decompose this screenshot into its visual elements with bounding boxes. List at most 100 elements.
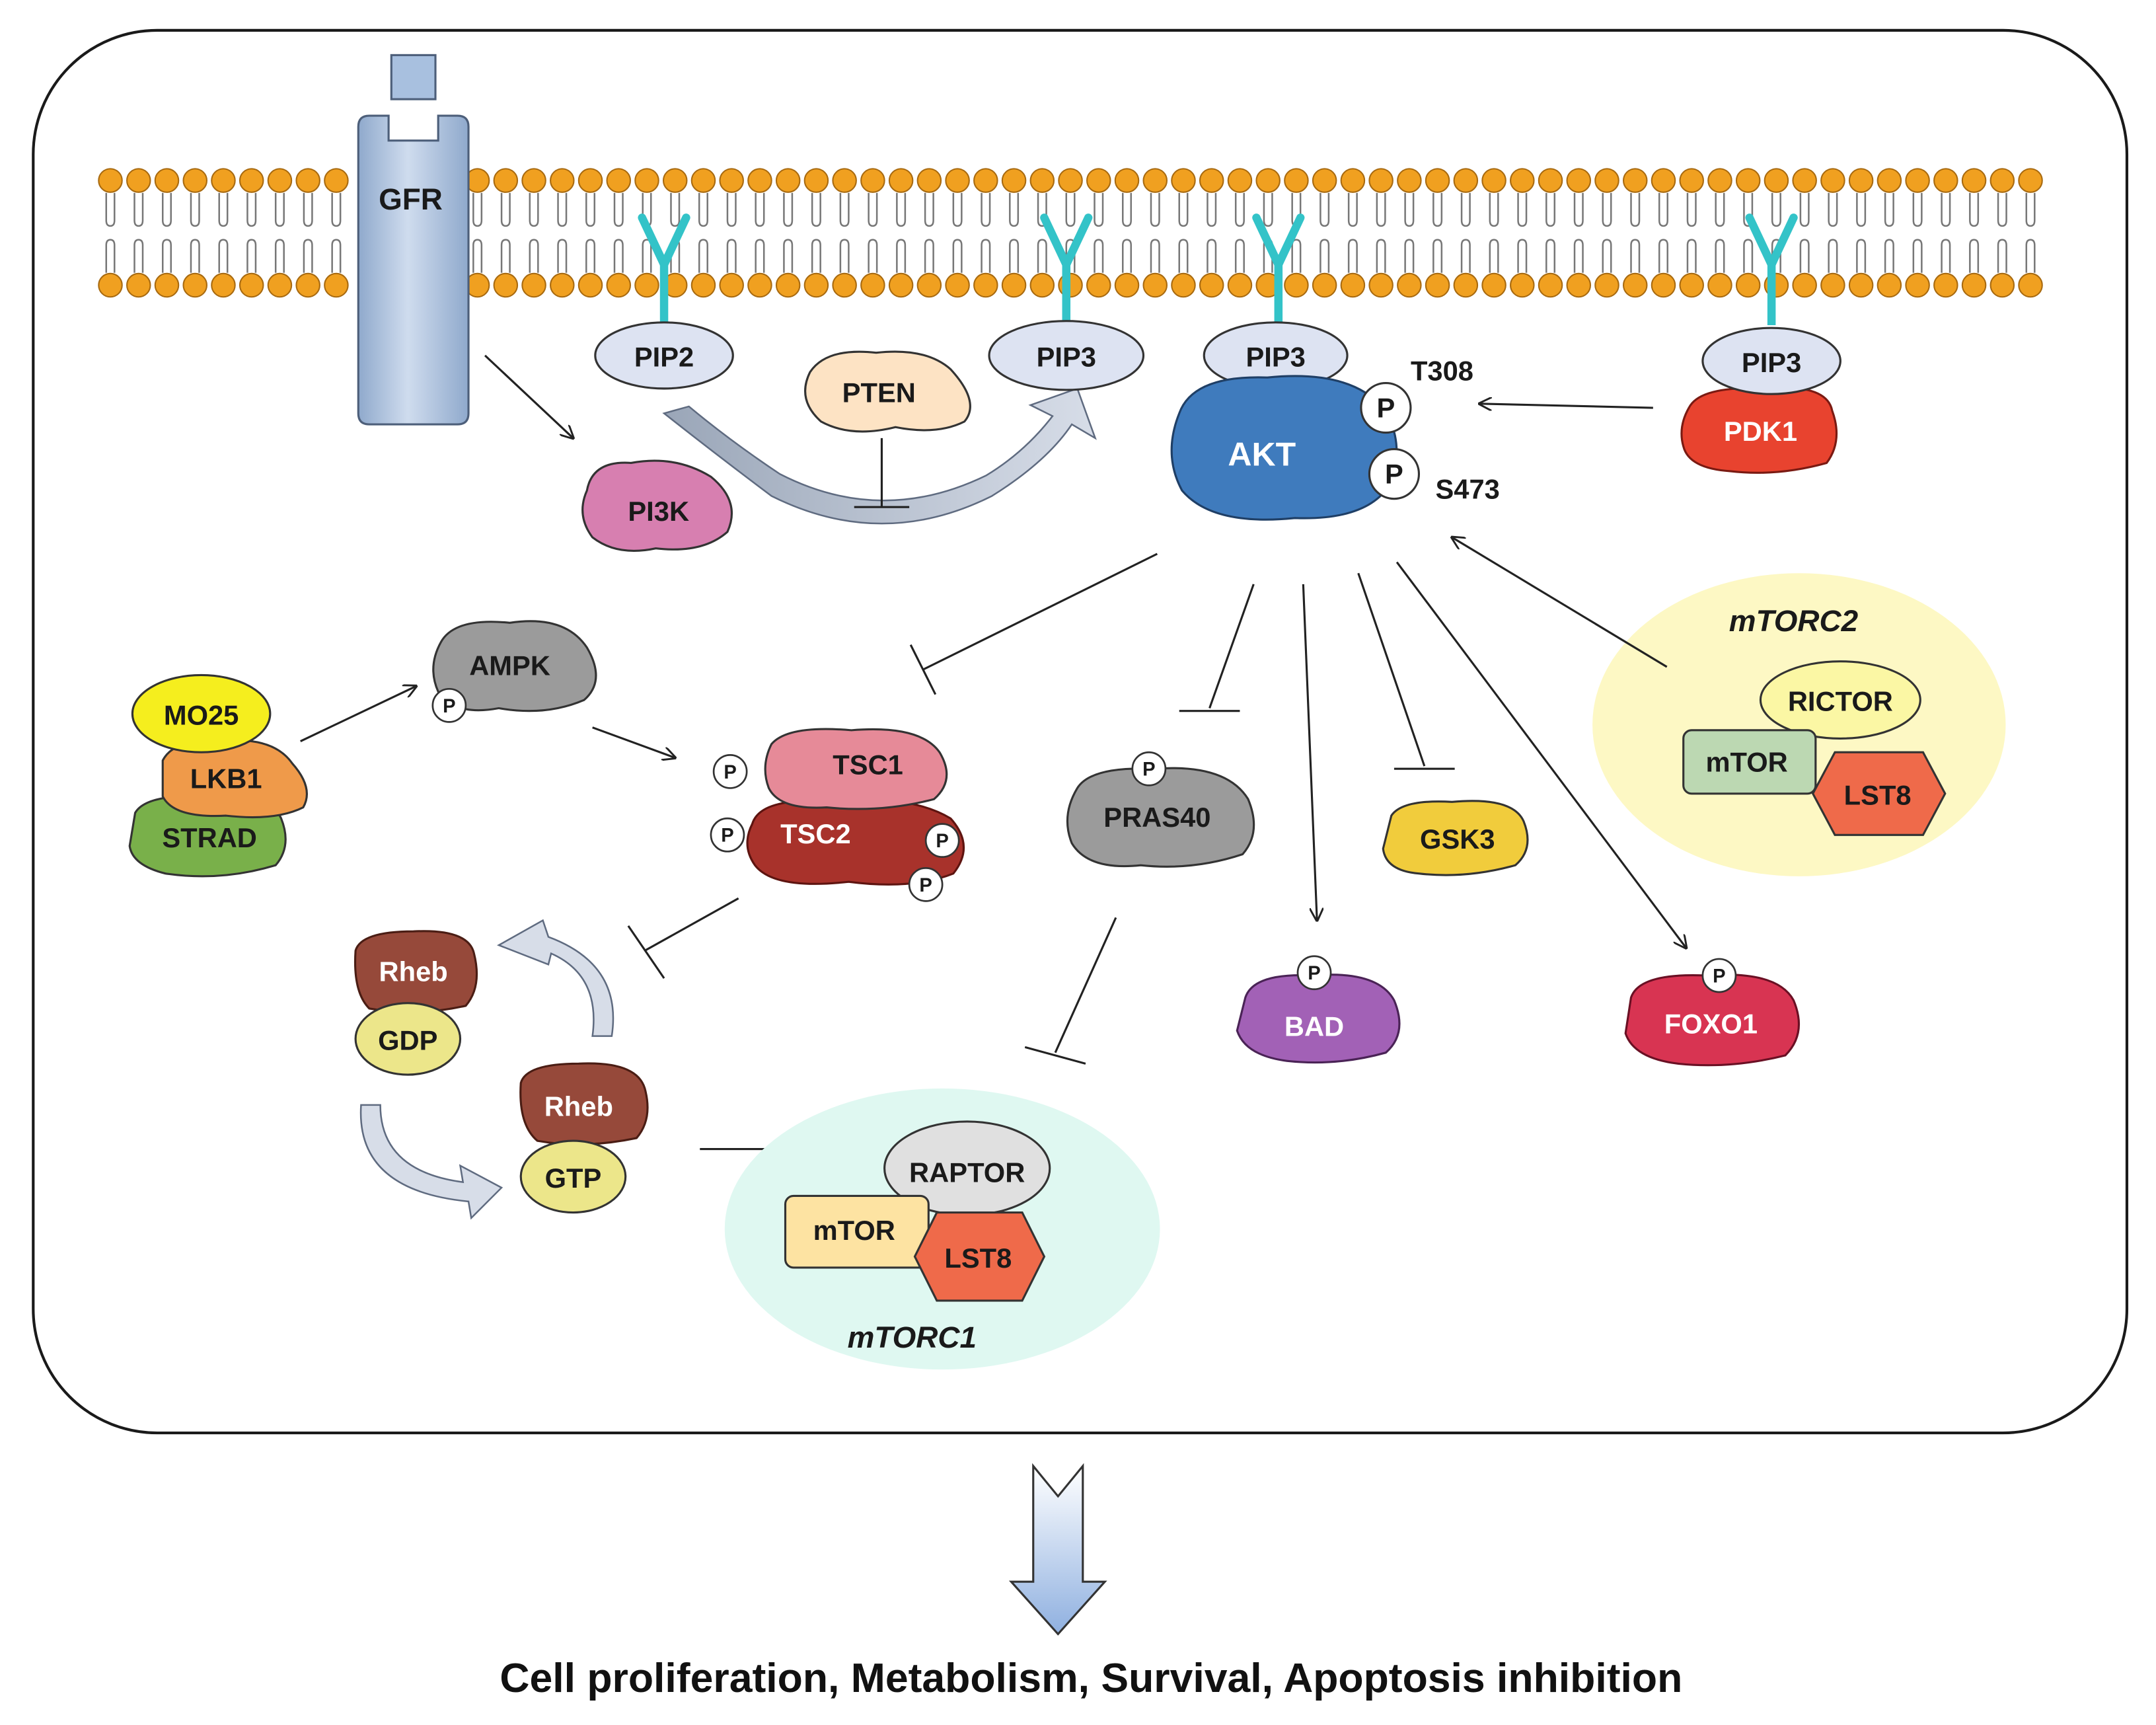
lipid-head xyxy=(182,168,207,193)
lipid-head xyxy=(945,168,970,193)
lipid-head xyxy=(1114,168,1140,193)
lipid-tail xyxy=(1997,192,2007,273)
lipid-tail xyxy=(981,192,991,273)
lipid-head xyxy=(1820,168,1845,193)
lipid-tail xyxy=(952,192,963,273)
lipid-tail xyxy=(1404,192,1415,273)
akt-to-foxo1-arrow xyxy=(1395,561,1686,948)
lipid-head xyxy=(973,168,998,193)
pip3-pdk1-anchor xyxy=(1745,213,1798,325)
lipid-head xyxy=(295,168,320,193)
ampk-phospho-label: P xyxy=(443,696,455,717)
lipid-tail xyxy=(1856,192,1867,273)
lipid-tail xyxy=(1573,192,1584,273)
lipid-head xyxy=(832,272,857,298)
lipid-tail xyxy=(1234,192,1245,273)
lipid-tail xyxy=(500,192,511,273)
lipid-tail xyxy=(1912,192,1923,273)
lipid-head xyxy=(126,272,151,298)
lipid-head xyxy=(1114,272,1140,298)
lipid-head xyxy=(1933,272,1958,298)
lipid-head xyxy=(550,272,575,298)
lipid-head xyxy=(1227,272,1253,298)
lipid-tail xyxy=(1376,192,1386,273)
lipid-head xyxy=(1284,168,1309,193)
lipid-tail xyxy=(1969,192,1980,273)
akt-phospho-t308: P xyxy=(1360,381,1412,434)
lipid-head xyxy=(1961,272,1987,298)
lipid-tail xyxy=(1347,192,1358,273)
lipid-head xyxy=(1679,272,1704,298)
lipid-tail xyxy=(529,192,539,273)
lipid-tail xyxy=(1150,192,1160,273)
tsc-phospho-2-label: P xyxy=(721,825,733,847)
lipid-tail xyxy=(1489,192,1499,273)
pdk1-node: PDK1 xyxy=(1680,386,1838,474)
lipid-tail xyxy=(1460,192,1471,273)
pip3-akt-label: PIP3 xyxy=(1245,342,1305,373)
mtor2-label: mTOR xyxy=(1705,746,1787,777)
lipid-head xyxy=(916,168,942,193)
lipid-head xyxy=(1622,168,1648,193)
gtp-label: GTP xyxy=(545,1163,602,1194)
lipid-head xyxy=(1058,168,1083,193)
output-arrow xyxy=(1008,1463,1107,1636)
akt-label: AKT xyxy=(1228,436,1296,473)
lipid-tail xyxy=(924,192,934,273)
lipid-head xyxy=(690,168,716,193)
lipid-tail xyxy=(1178,192,1189,273)
pras40-node: PRAS40 P xyxy=(1066,751,1255,868)
lipid-tail xyxy=(585,192,596,273)
akt-phospho-s473-label: P xyxy=(1385,459,1403,490)
pras40-phospho-label: P xyxy=(1142,759,1155,781)
lipid-head xyxy=(1029,168,1055,193)
tsc2-label: TSC2 xyxy=(780,818,851,849)
lipid-head xyxy=(1622,272,1648,298)
rheb-gtp-label: Rheb xyxy=(544,1091,613,1122)
lipid-head xyxy=(1255,168,1281,193)
lipid-head xyxy=(860,168,885,193)
pip2-node: PIP2 xyxy=(594,321,734,390)
lipid-head xyxy=(719,168,744,193)
lipid-head xyxy=(719,272,744,298)
lipid-tail xyxy=(1207,192,1217,273)
pip3-akt-anchor xyxy=(1252,213,1305,325)
gfr-to-pi3k-arrow xyxy=(484,354,573,438)
lipid-head xyxy=(662,168,688,193)
mtorc2-to-akt-arrow xyxy=(1452,537,1668,668)
lipid-head xyxy=(521,168,546,193)
pip3-left-anchor xyxy=(1040,213,1093,325)
pten-node: PTEN xyxy=(804,350,971,433)
pten-label: PTEN xyxy=(842,377,916,408)
lkb1-to-ampk-arrow xyxy=(300,686,416,742)
pi3k-label: PI3K xyxy=(628,496,689,527)
lipid-tail xyxy=(274,192,285,273)
lipid-head xyxy=(1877,168,1902,193)
lst8-1-label: LST8 xyxy=(944,1243,1012,1274)
lipid-tail xyxy=(755,192,765,273)
lipid-head xyxy=(521,272,546,298)
lipid-tail xyxy=(303,192,313,273)
lipid-head xyxy=(775,168,801,193)
lipid-tail xyxy=(896,192,907,273)
rheb-gdp-node: Rheb GDP xyxy=(353,930,478,1076)
lipid-tail xyxy=(1517,192,1528,273)
lipid-tail xyxy=(218,192,229,273)
lipid-tail xyxy=(783,192,794,273)
lipid-head xyxy=(1171,168,1196,193)
lipid-tail xyxy=(811,192,821,273)
lipid-head xyxy=(1538,168,1563,193)
lipid-head xyxy=(1368,168,1394,193)
lipid-tail xyxy=(1432,192,1443,273)
lipid-head xyxy=(493,168,519,193)
tsc-phospho-1-label: P xyxy=(724,762,736,783)
gsk3-node: GSK3 xyxy=(1382,800,1529,876)
lipid-head xyxy=(2018,168,2043,193)
lipid-tail xyxy=(1941,192,1951,273)
pdk1-label: PDK1 xyxy=(1724,416,1797,447)
lipid-head xyxy=(577,272,603,298)
mtor1-label: mTOR xyxy=(813,1215,895,1246)
lipid-head xyxy=(803,168,829,193)
lipid-head xyxy=(1142,168,1168,193)
